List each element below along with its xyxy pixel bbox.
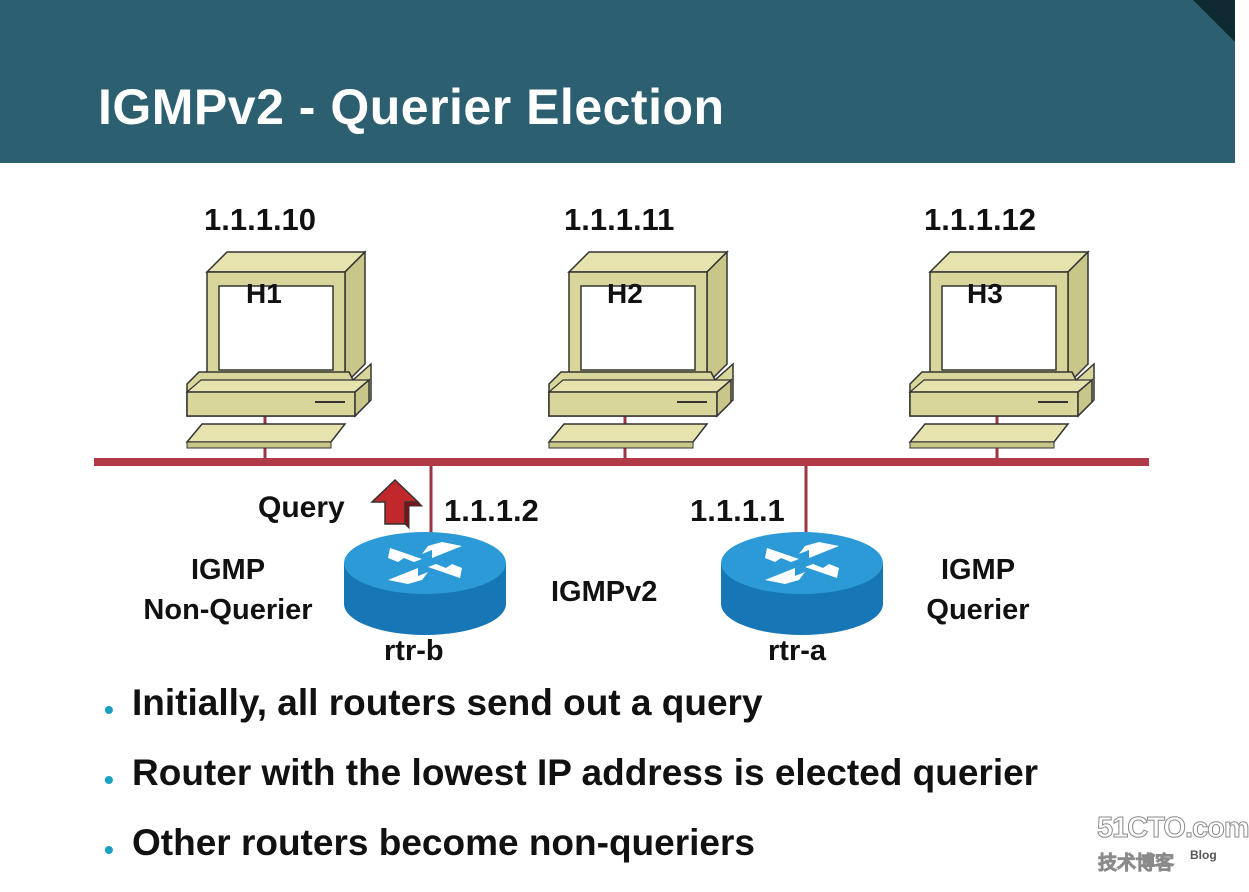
title-bar: IGMPv2 - Querier Election (0, 0, 1235, 163)
protocol-label: IGMPv2 (551, 576, 658, 608)
host-name-h1: H1 (246, 278, 282, 309)
router-icon (344, 532, 506, 635)
bullet-dot-icon: • (104, 834, 114, 865)
watermark-site: 51CTO.com (1097, 812, 1249, 845)
network-diagram (94, 251, 1149, 635)
bullet-dot-icon: • (104, 764, 114, 795)
router-role-a: IGMP Querier (908, 550, 1048, 630)
host-ip-h1: 1.1.1.10 (204, 202, 317, 237)
host-name-h3: H3 (967, 278, 1003, 309)
router-role-a-line2: Querier (926, 594, 1030, 626)
watermark-cn: 技术博客 (1098, 853, 1175, 875)
router-role-b: IGMP Non-Querier (128, 550, 328, 630)
router-name-b: rtr-b (384, 635, 444, 667)
lan-segment (94, 458, 1149, 466)
router-icon (721, 532, 883, 635)
host-ip-h3: 1.1.1.12 (924, 202, 1037, 237)
bullet-dot-icon: • (104, 694, 114, 725)
bullet-text: Initially, all routers send out a query (132, 682, 763, 723)
router-role-a-line1: IGMP (940, 554, 1016, 586)
corner-decoration (1193, 0, 1235, 42)
host-ip-h2: 1.1.1.11 (564, 202, 675, 237)
slide-title: IGMPv2 - Querier Election (98, 79, 725, 135)
router-ip-a: 1.1.1.1 (690, 493, 785, 528)
query-label: Query (258, 491, 345, 524)
router-role-b-line1: IGMP (190, 554, 266, 586)
router-name-a: rtr-a (768, 635, 827, 667)
router-ip-b: 1.1.1.2 (444, 493, 539, 528)
host-name-h2: H2 (607, 278, 643, 309)
router-role-b-line2: Non-Querier (143, 594, 313, 626)
watermark-blog: Blog (1190, 848, 1217, 862)
bullet-text: Router with the lowest IP address is ele… (132, 752, 1039, 793)
bullet-text: Other routers become non-queriers (132, 822, 755, 863)
